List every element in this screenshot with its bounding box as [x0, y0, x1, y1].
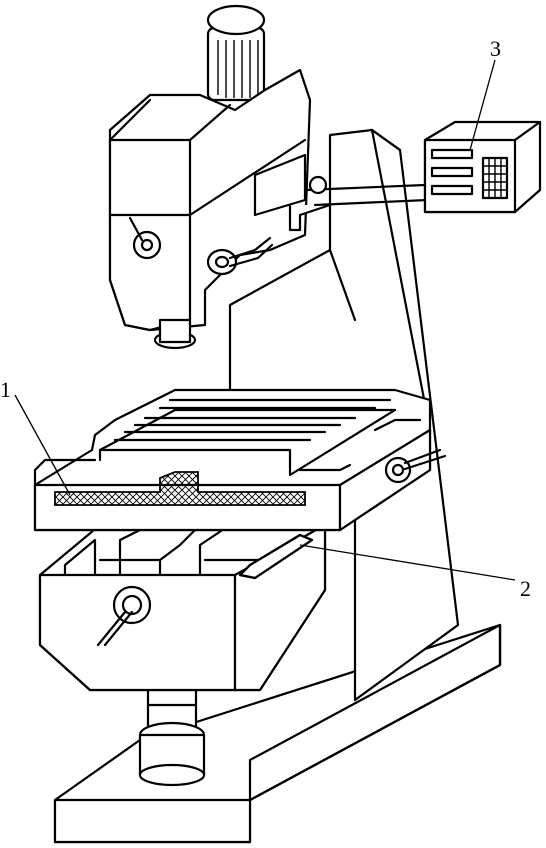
work-table — [33, 388, 447, 532]
callout-1: 1 — [0, 377, 11, 402]
milling-head — [108, 4, 312, 350]
elevating-screw — [138, 686, 206, 787]
callout-3: 3 — [490, 36, 501, 61]
knee-saddle — [38, 523, 327, 692]
callout-2: 2 — [520, 576, 531, 601]
machine-base — [53, 623, 502, 844]
leader-3 — [469, 59, 496, 151]
digital-readout-unit — [423, 120, 542, 214]
readout-arm — [288, 175, 430, 232]
leader-1 — [14, 394, 71, 496]
leader-2 — [299, 544, 516, 581]
